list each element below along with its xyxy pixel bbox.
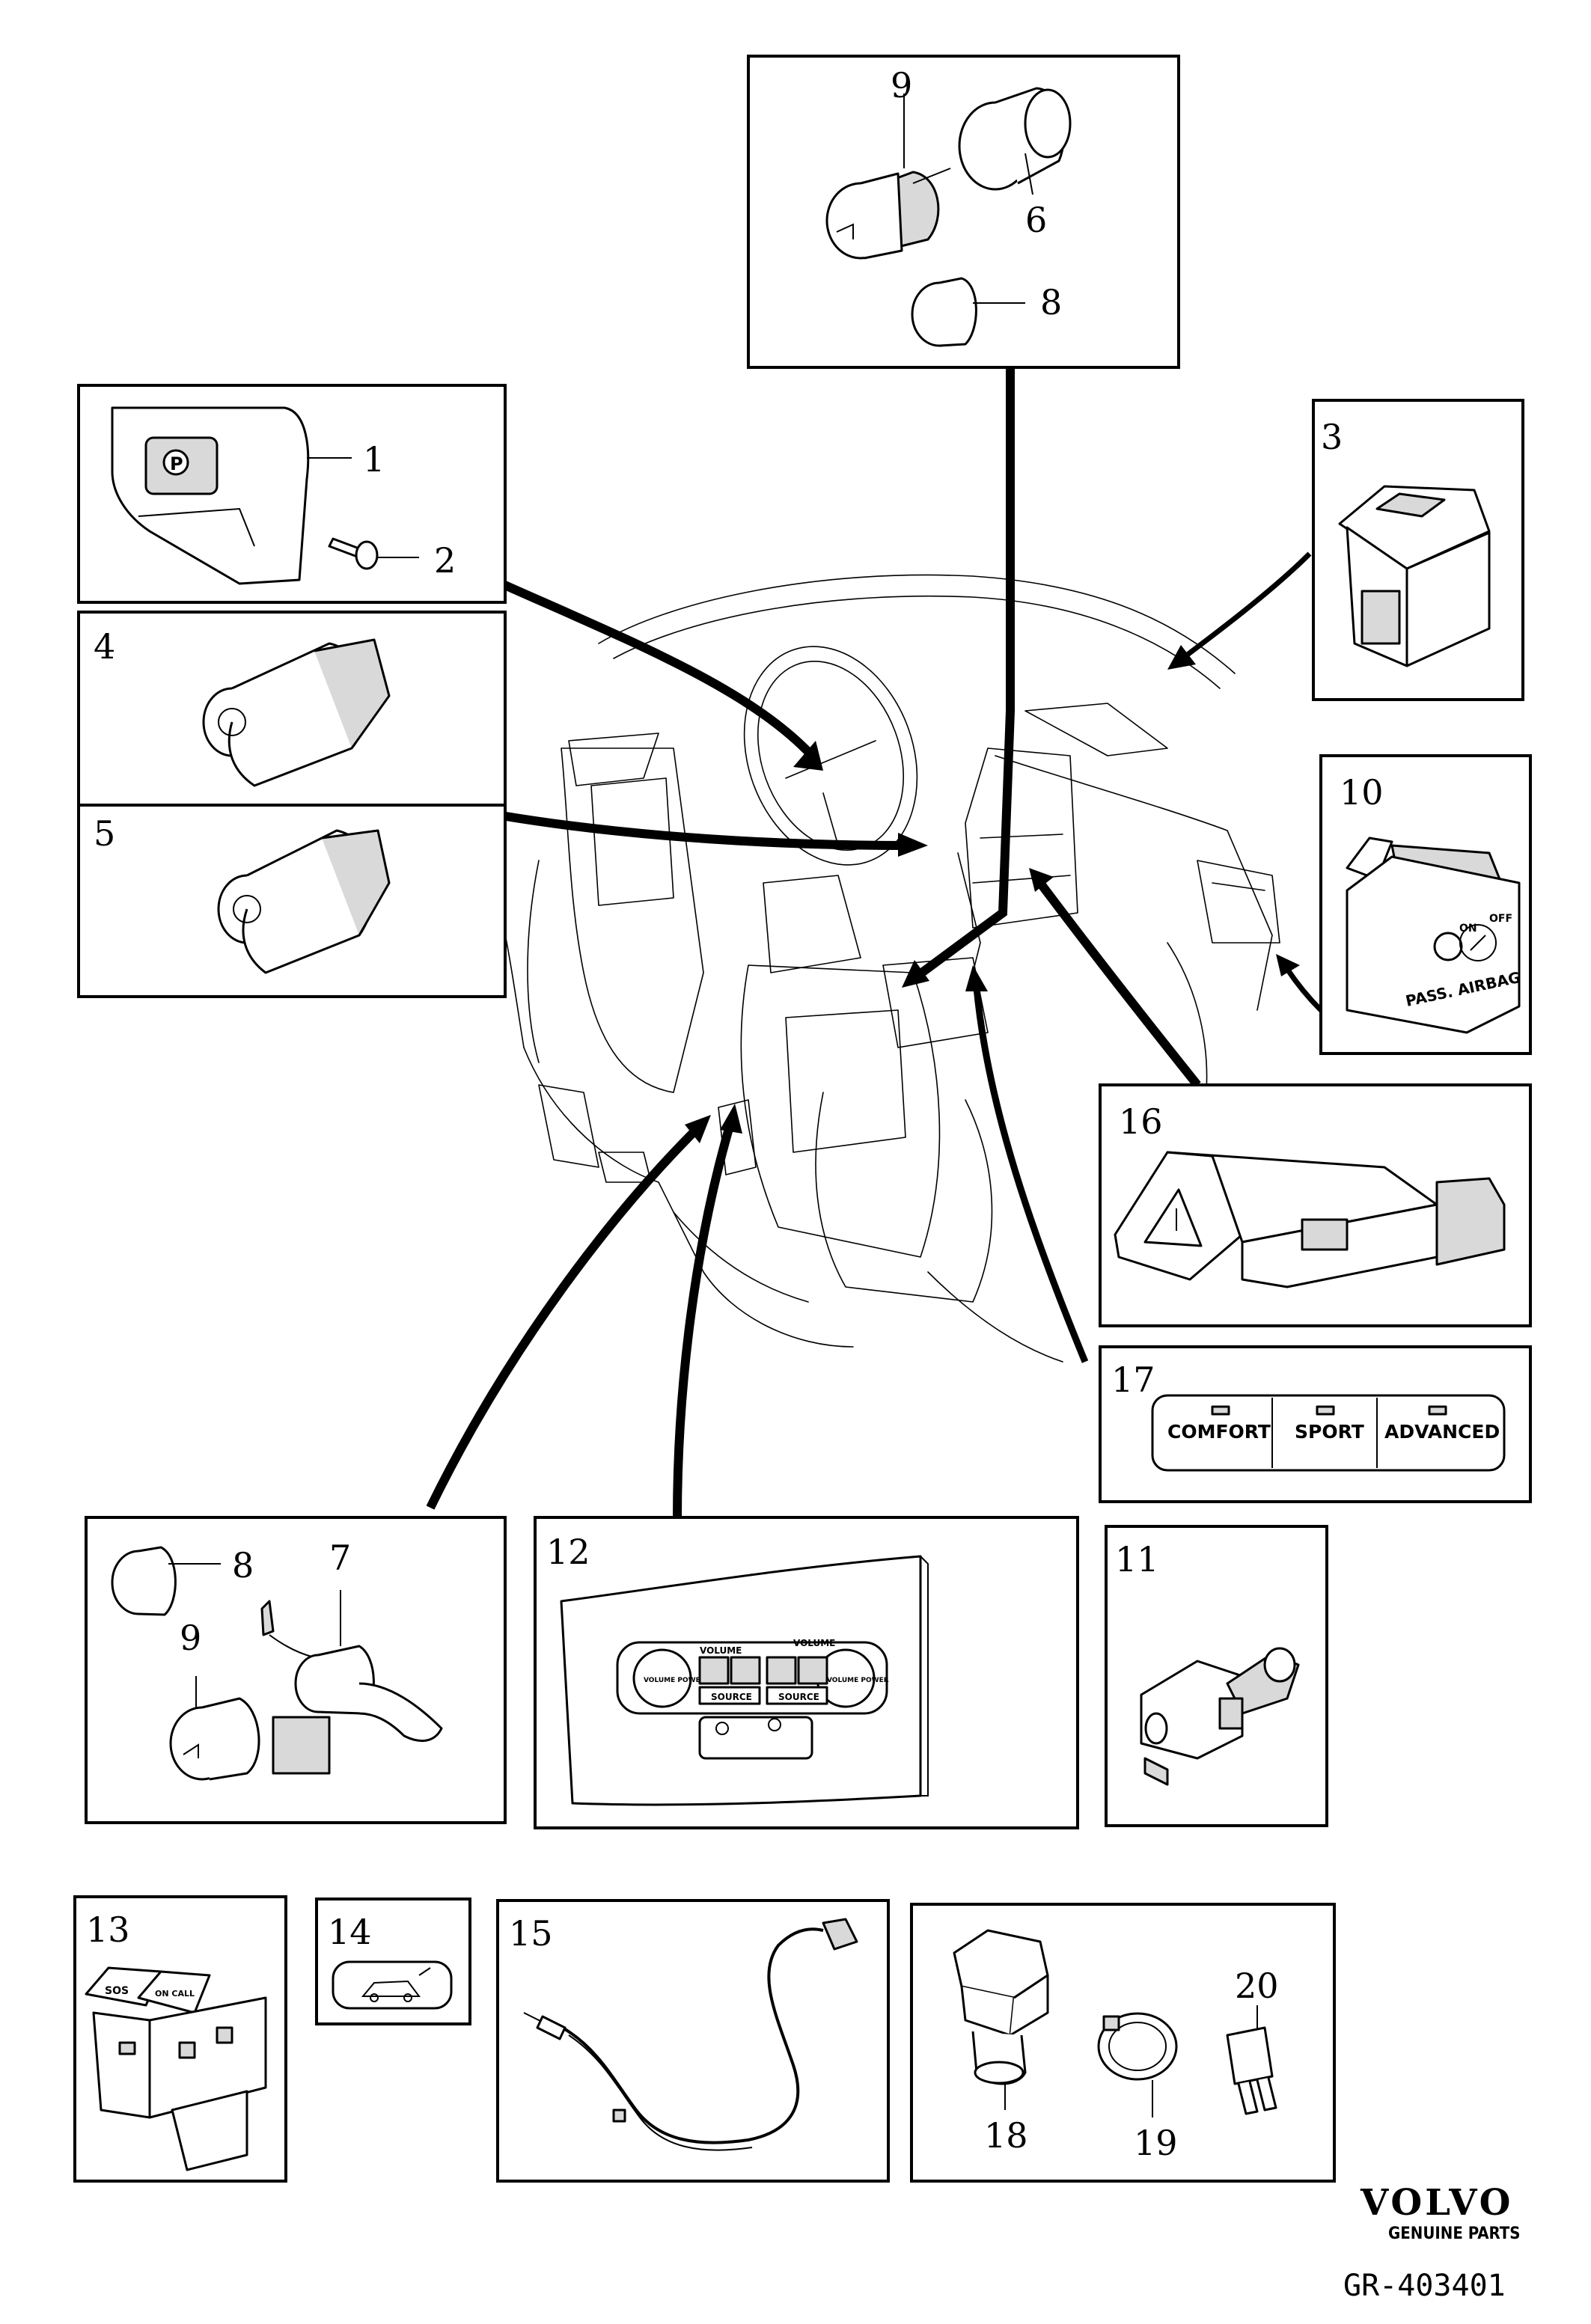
mode-buttons-17: COMFORT SPORT ADVANCED bbox=[1151, 1394, 1506, 1472]
panel-ignition: 4 5 bbox=[77, 611, 507, 998]
parking-p-label: P bbox=[170, 453, 183, 474]
connector-11 bbox=[1140, 1647, 1300, 1786]
callout-11: 11 bbox=[1115, 1539, 1159, 1580]
callout-17: 17 bbox=[1111, 1360, 1155, 1400]
socket-housing-6 bbox=[958, 87, 1072, 191]
panel-sos: SOS ON CALL 13 bbox=[73, 1895, 287, 2183]
cap-8 bbox=[911, 277, 977, 347]
ring-19 bbox=[1097, 2012, 1178, 2081]
callout-3: 3 bbox=[1321, 417, 1343, 457]
airbag-on-label: ON bbox=[1459, 923, 1477, 935]
callout-13: 13 bbox=[86, 1909, 130, 1950]
callout-15: 15 bbox=[509, 1913, 553, 1954]
arrow-3 bbox=[1180, 551, 1312, 661]
volume-left-label: VOLUME bbox=[700, 1645, 742, 1656]
panel-11: 11 bbox=[1105, 1525, 1328, 1827]
screw-2 bbox=[328, 537, 379, 570]
arrow-10-head bbox=[1276, 954, 1300, 976]
knob-left-label: VOLUME POWER bbox=[644, 1677, 706, 1684]
callout-16: 16 bbox=[1119, 1101, 1163, 1142]
arrow-7 bbox=[426, 1126, 700, 1510]
panel-usb-socket: 18 19 20 bbox=[910, 1903, 1336, 2183]
callout-14: 14 bbox=[328, 1912, 372, 1952]
callout-9-top: 9 bbox=[891, 65, 912, 106]
callout-2: 2 bbox=[434, 540, 456, 581]
parking-brake-panel-1: P bbox=[111, 406, 310, 585]
trunk-switch-14 bbox=[332, 1960, 453, 2010]
cap-8-bottom bbox=[111, 1546, 177, 1616]
switch-3 bbox=[1338, 485, 1491, 667]
panel-14: 14 bbox=[315, 1898, 471, 2025]
panel-chassis-mode: COMFORT SPORT ADVANCED 17 bbox=[1099, 1345, 1532, 1503]
panel-socket-bottom: 8 7 9 bbox=[85, 1516, 507, 1824]
panel-3: 3 bbox=[1312, 399, 1524, 701]
arrow-17 bbox=[973, 987, 1089, 1363]
cigar-plug-9 bbox=[825, 171, 940, 260]
arrow-5-head bbox=[898, 833, 928, 857]
callout-10: 10 bbox=[1340, 772, 1384, 813]
sos-label: SOS bbox=[105, 1985, 129, 1997]
callout-6: 6 bbox=[1025, 200, 1047, 240]
arrow-5 bbox=[501, 811, 910, 850]
brand-tagline: GENUINE PARTS bbox=[1388, 2224, 1521, 2243]
callout-4: 4 bbox=[94, 626, 115, 667]
arrow-1 bbox=[499, 579, 816, 759]
callout-20: 20 bbox=[1235, 1966, 1279, 2006]
arrow-12 bbox=[673, 1125, 734, 1520]
panel-socket-top: 9 6 8 bbox=[747, 55, 1180, 369]
panel-15: 15 bbox=[496, 1899, 890, 2183]
socket-18 bbox=[953, 1929, 1049, 2085]
panel-airbag: ON OFF PASS. AIRBAG 10 bbox=[1319, 754, 1532, 1055]
hazard-switch-16 bbox=[1114, 1151, 1506, 1288]
ignition-switch-5 bbox=[217, 829, 391, 974]
callout-1: 1 bbox=[363, 439, 385, 480]
arrow-9-top-head bbox=[902, 960, 929, 988]
arrow-1-head bbox=[793, 741, 823, 771]
arrow-12-head bbox=[720, 1104, 742, 1134]
arrow-3-head bbox=[1167, 645, 1196, 670]
fuse-20 bbox=[1226, 2026, 1277, 2115]
reference-number: GR-403401 bbox=[1343, 2269, 1506, 2303]
sos-button-13: SOS ON CALL bbox=[85, 1966, 267, 2171]
rear-audio-control-12: VOLUME POWER VOLUME POWER VOLUME VOLUME … bbox=[560, 1555, 929, 1806]
panel-parking-brake: P 1 2 bbox=[77, 384, 507, 604]
callout-7: 7 bbox=[329, 1538, 351, 1578]
comfort-button-label: COMFORT bbox=[1167, 1421, 1271, 1443]
vehicle-interior-sketch bbox=[493, 574, 1280, 1363]
arrow-16 bbox=[1036, 880, 1201, 1088]
callout-8-top: 8 bbox=[1040, 282, 1062, 322]
arrow-9-top bbox=[914, 367, 1015, 980]
on-call-label: ON CALL bbox=[155, 1989, 195, 1999]
cigar-plug-9-bottom bbox=[169, 1697, 260, 1781]
panel-rear-audio: VOLUME POWER VOLUME POWER VOLUME VOLUME … bbox=[534, 1516, 1079, 1829]
callout-9-bottom: 9 bbox=[180, 1618, 201, 1658]
advanced-button-label: ADVANCED bbox=[1384, 1421, 1500, 1443]
usb-cable-15 bbox=[523, 1918, 858, 2151]
callout-5: 5 bbox=[94, 813, 115, 854]
leader-arrows bbox=[426, 367, 1323, 1520]
volvo-logo: VOLVO GENUINE PARTS bbox=[1360, 2182, 1521, 2243]
volume-right-label: VOLUME bbox=[793, 1638, 835, 1648]
callout-19: 19 bbox=[1134, 2123, 1178, 2163]
socket-assembly-7 bbox=[260, 1600, 443, 1775]
airbag-switch-10: ON OFF PASS. AIRBAG bbox=[1346, 837, 1522, 1034]
panel-hazard: 16 bbox=[1099, 1083, 1532, 1327]
source-right-label: SOURCE bbox=[778, 1692, 819, 1702]
arrow-10 bbox=[1285, 967, 1323, 1012]
sport-button-label: SPORT bbox=[1295, 1421, 1364, 1443]
arrow-16-head bbox=[1029, 868, 1054, 892]
ignition-switch-4 bbox=[202, 638, 391, 787]
callout-18: 18 bbox=[984, 2115, 1028, 2156]
arrow-17-head bbox=[965, 965, 988, 991]
brand-name: VOLVO bbox=[1360, 2182, 1513, 2224]
source-left-label: SOURCE bbox=[711, 1692, 752, 1702]
airbag-off-label: OFF bbox=[1489, 913, 1512, 925]
knob-right-label: VOLUME POWER bbox=[827, 1677, 889, 1684]
callout-8-bottom: 8 bbox=[232, 1545, 254, 1585]
arrow-7-head bbox=[685, 1115, 711, 1143]
callout-12: 12 bbox=[546, 1532, 590, 1572]
